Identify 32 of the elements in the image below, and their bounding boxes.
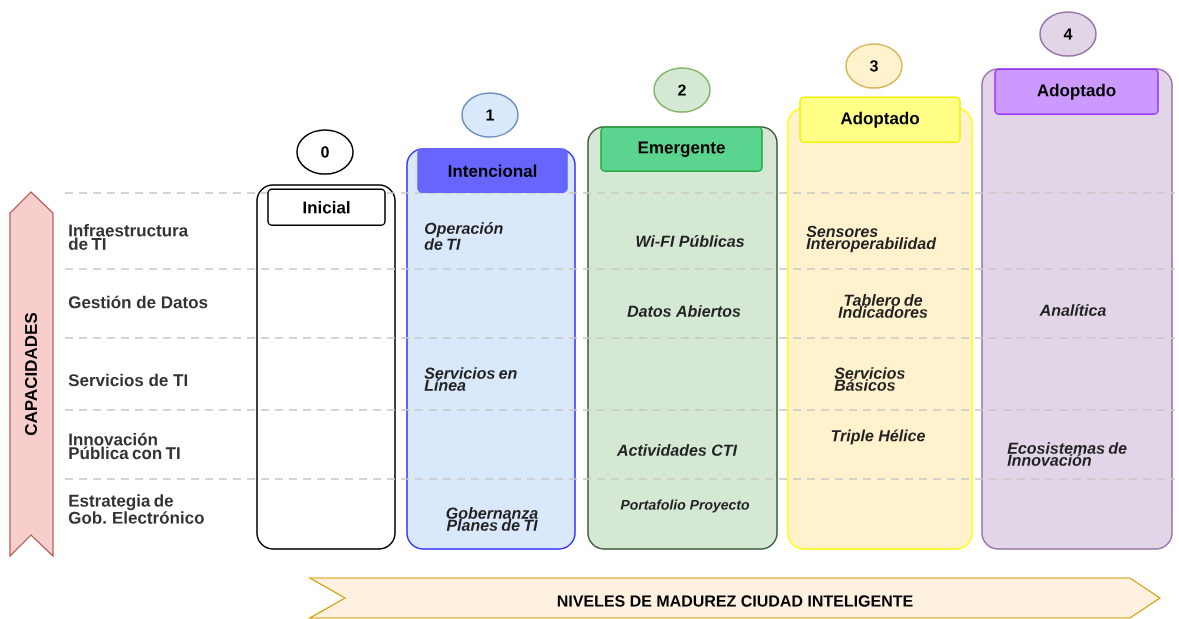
capability-item: Portafolio Proyecto <box>620 499 750 513</box>
level-column <box>587 126 778 550</box>
level-header: Intencional <box>417 148 568 193</box>
capability-item: Analítica <box>1039 304 1106 316</box>
capability-item: Ecosistemas de Innovación <box>1007 442 1127 466</box>
level-header: Adoptado <box>994 68 1159 115</box>
level-number: 1 <box>461 92 519 138</box>
row-label: Gestión de Datos <box>68 295 208 309</box>
level-number: 2 <box>653 67 711 113</box>
level-column <box>981 68 1173 550</box>
capability-item: Triple Hélice <box>831 429 925 445</box>
level-column <box>256 184 396 550</box>
capability-item: Datos Abiertos <box>627 305 741 317</box>
level-header: Adoptado <box>799 96 961 143</box>
level-number: 3 <box>845 43 903 89</box>
level-column <box>787 107 973 550</box>
capability-item: Wi-FI Públicas <box>636 235 745 247</box>
capability-item: Operación de TI <box>424 222 503 250</box>
row-label: Infraestructura de TI <box>68 224 189 250</box>
level-header: Inicial <box>267 188 386 226</box>
capability-item: Servicios Básicos <box>834 367 905 391</box>
capability-item: Gobernanza Planes de TI <box>446 507 538 531</box>
row-label: Estrategia de Gob. Electrónico <box>68 494 204 524</box>
level-header: Emergente <box>600 126 763 172</box>
capability-item: Servicios en Línea <box>424 367 517 391</box>
row-label: Servicios de TI <box>68 373 188 387</box>
capability-item: Tablero de Indicadores <box>838 294 928 318</box>
capability-item: Actividades CTI <box>616 444 738 456</box>
row-label: Innovación Pública con TI <box>69 432 180 460</box>
level-number: 0 <box>296 129 354 175</box>
capability-item: Sensores Interoperabilidad <box>806 225 937 253</box>
level-number: 4 <box>1039 11 1097 57</box>
